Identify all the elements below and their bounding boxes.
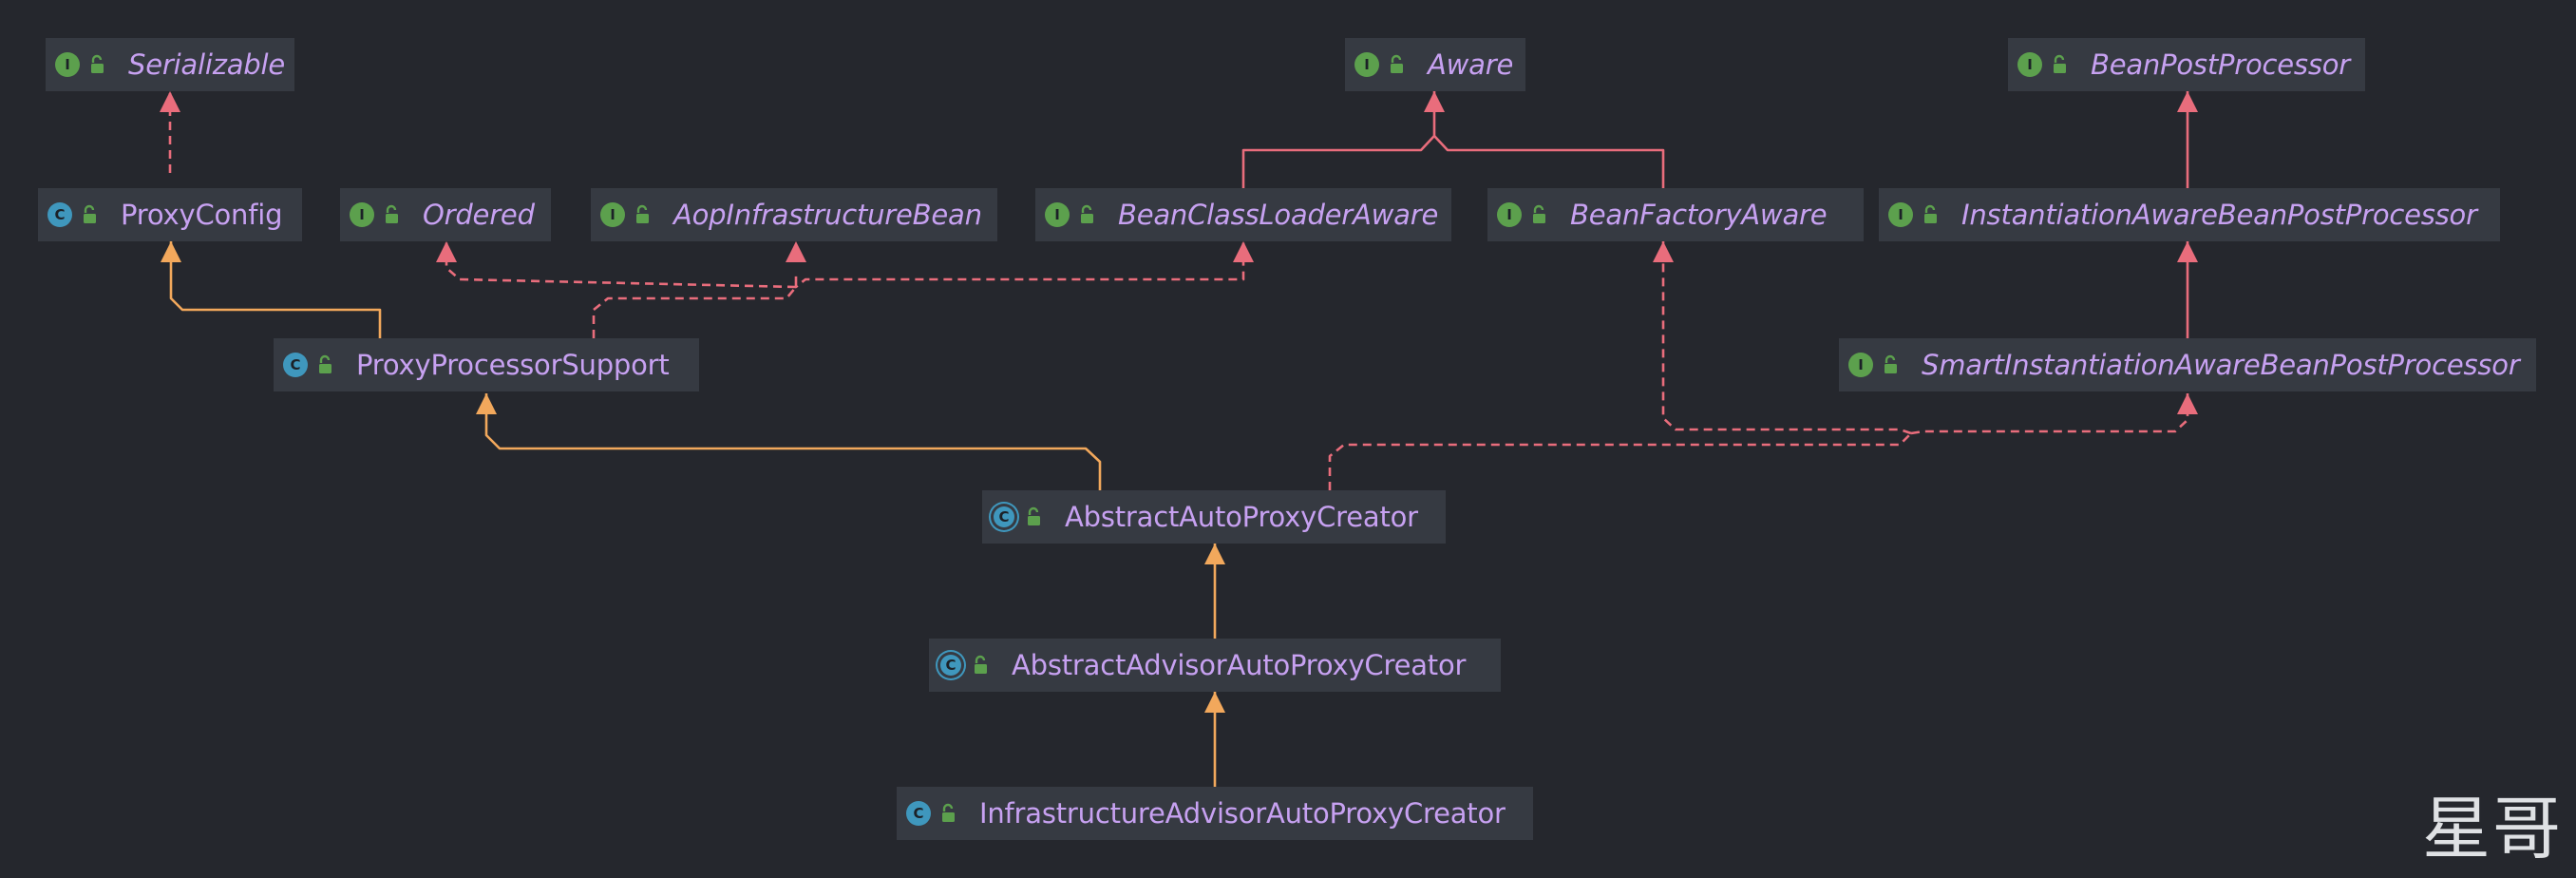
node-bean-class-loader-aware[interactable]: I BeanClassLoaderAware [1035, 188, 1451, 241]
edge-arrowhead [786, 241, 806, 262]
edge-arrowhead [1204, 544, 1225, 564]
edge-arrowhead [1424, 91, 1445, 112]
public-lock-icon [81, 204, 100, 225]
interface-icon: I [350, 202, 374, 227]
node-abstract-advisor-auto-proxy-creator[interactable]: C AbstractAdvisorAutoProxyCreator [929, 639, 1501, 692]
node-abstract-auto-proxy-creator[interactable]: C AbstractAutoProxyCreator [982, 490, 1446, 544]
class-icon: C [47, 202, 72, 227]
node-label: AbstractAdvisorAutoProxyCreator [1012, 649, 1467, 681]
node-label: SmartInstantiationAwareBeanPostProcessor [1922, 349, 2520, 381]
public-lock-icon [1388, 54, 1407, 75]
edge-extends-interface [1433, 135, 1665, 188]
node-infrastructure-advisor-auto-proxy-creator[interactable]: C InfrastructureAdvisorAutoProxyCreator [897, 787, 1533, 840]
node-label: ProxyConfig [121, 199, 283, 231]
edge-arrowhead [160, 91, 180, 112]
edge-implements [1328, 431, 1913, 490]
interface-icon: I [1888, 202, 1913, 227]
node-label: Aware [1428, 48, 1514, 81]
interface-icon: I [600, 202, 625, 227]
node-label: AbstractAutoProxyCreator [1065, 501, 1418, 533]
public-lock-icon [2051, 54, 2070, 75]
abstract-class-icon: C [940, 655, 961, 676]
edge-arrowhead [476, 393, 497, 414]
watermark: 星哥 [2421, 789, 2563, 868]
interface-icon: I [1045, 202, 1070, 227]
node-smart-instantiation-aware-bpp[interactable]: I SmartInstantiationAwareBeanPostProcesso… [1839, 338, 2536, 391]
node-label: BeanClassLoaderAware [1118, 199, 1439, 231]
public-lock-icon [88, 54, 107, 75]
node-label: InfrastructureAdvisorAutoProxyCreator [979, 797, 1506, 830]
public-lock-icon [1530, 204, 1549, 225]
edge-implements [445, 241, 797, 289]
public-lock-icon [1882, 354, 1901, 375]
node-aware[interactable]: I Aware [1345, 38, 1525, 91]
edge-implements [1661, 241, 1912, 435]
edge-implements [1910, 393, 2189, 435]
node-bean-factory-aware[interactable]: I BeanFactoryAware [1487, 188, 1864, 241]
edge-arrowhead [1653, 241, 1674, 262]
edge-arrowhead [1204, 692, 1225, 713]
public-lock-icon [939, 803, 958, 824]
public-lock-icon [1078, 204, 1097, 225]
node-proxy-config[interactable]: C ProxyConfig [38, 188, 302, 241]
node-aop-infrastructure-bean[interactable]: I AopInfrastructureBean [591, 188, 997, 241]
interface-icon: I [1848, 353, 1873, 377]
class-icon: C [283, 353, 308, 377]
interface-icon: I [55, 52, 80, 77]
public-lock-icon [316, 354, 335, 375]
public-lock-icon [972, 655, 991, 676]
node-label: BeanPostProcessor [2091, 48, 2351, 81]
class-icon: C [906, 801, 931, 826]
edge-implements [592, 241, 1245, 338]
edge-arrowhead [436, 241, 457, 262]
edge-arrowhead [1233, 241, 1254, 262]
interface-icon: I [2017, 52, 2042, 77]
edge-extends-interface [1241, 91, 1436, 188]
node-bean-post-processor[interactable]: I BeanPostProcessor [2008, 38, 2365, 91]
node-instantiation-aware-bpp[interactable]: I InstantiationAwareBeanPostProcessor [1879, 188, 2500, 241]
edge-arrowhead [2177, 91, 2198, 112]
edge-arrowhead [2177, 393, 2198, 414]
abstract-class-icon: C [994, 506, 1014, 527]
public-lock-icon [1922, 204, 1941, 225]
node-proxy-processor-support[interactable]: C ProxyProcessorSupport [274, 338, 699, 391]
edge-extends [169, 241, 382, 338]
node-label: Ordered [423, 199, 535, 231]
edge-arrowhead [2177, 241, 2198, 262]
interface-icon: I [1497, 202, 1522, 227]
node-label: Serializable [128, 48, 286, 81]
node-label: InstantiationAwareBeanPostProcessor [1961, 199, 2477, 231]
node-serializable[interactable]: I Serializable [46, 38, 294, 91]
node-label: ProxyProcessorSupport [356, 349, 670, 381]
node-label: AopInfrastructureBean [673, 199, 982, 231]
public-lock-icon [383, 204, 402, 225]
public-lock-icon [1025, 506, 1044, 527]
edge-arrowhead [161, 241, 181, 262]
edge-extends [484, 393, 1102, 490]
node-label: BeanFactoryAware [1570, 199, 1828, 231]
node-ordered[interactable]: I Ordered [340, 188, 551, 241]
interface-icon: I [1354, 52, 1379, 77]
public-lock-icon [634, 204, 653, 225]
